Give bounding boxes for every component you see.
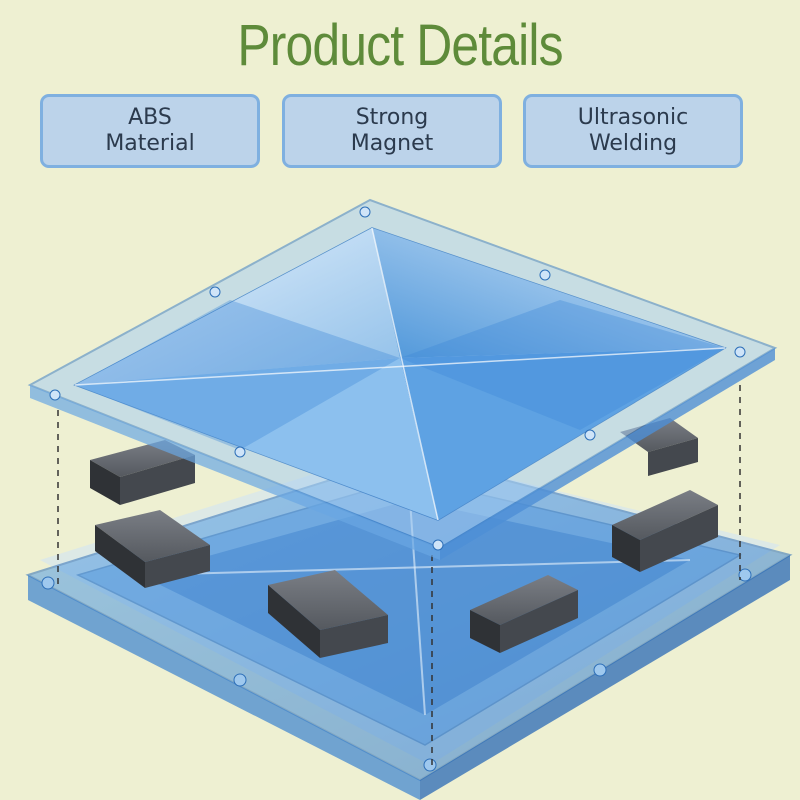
feature-badge-abs-material: ABS Material (40, 94, 260, 168)
base-tile (25, 450, 793, 800)
feature-badge-ultrasonic-welding: Ultrasonic Welding (523, 94, 743, 168)
magnet-block (620, 418, 698, 476)
magnet-block (268, 570, 388, 658)
product-title: Product Details (237, 13, 563, 78)
feature-badge-line: ABS (128, 105, 172, 130)
feature-badge-line: Ultrasonic (577, 105, 689, 130)
magnet-block (470, 575, 578, 653)
magnets (90, 418, 718, 658)
magnet-block (612, 490, 718, 572)
feature-badge-strong-magnet: Strong Magnet (282, 94, 502, 168)
feature-badge-line: Material (105, 131, 195, 156)
magnet-block (95, 510, 210, 588)
alignment-guides (57, 385, 741, 765)
feature-badge-line: Welding (588, 131, 678, 156)
feature-badge-line: Magnet (350, 131, 434, 156)
feature-badge-line: Strong (355, 105, 429, 130)
top-tile (27, 198, 778, 560)
